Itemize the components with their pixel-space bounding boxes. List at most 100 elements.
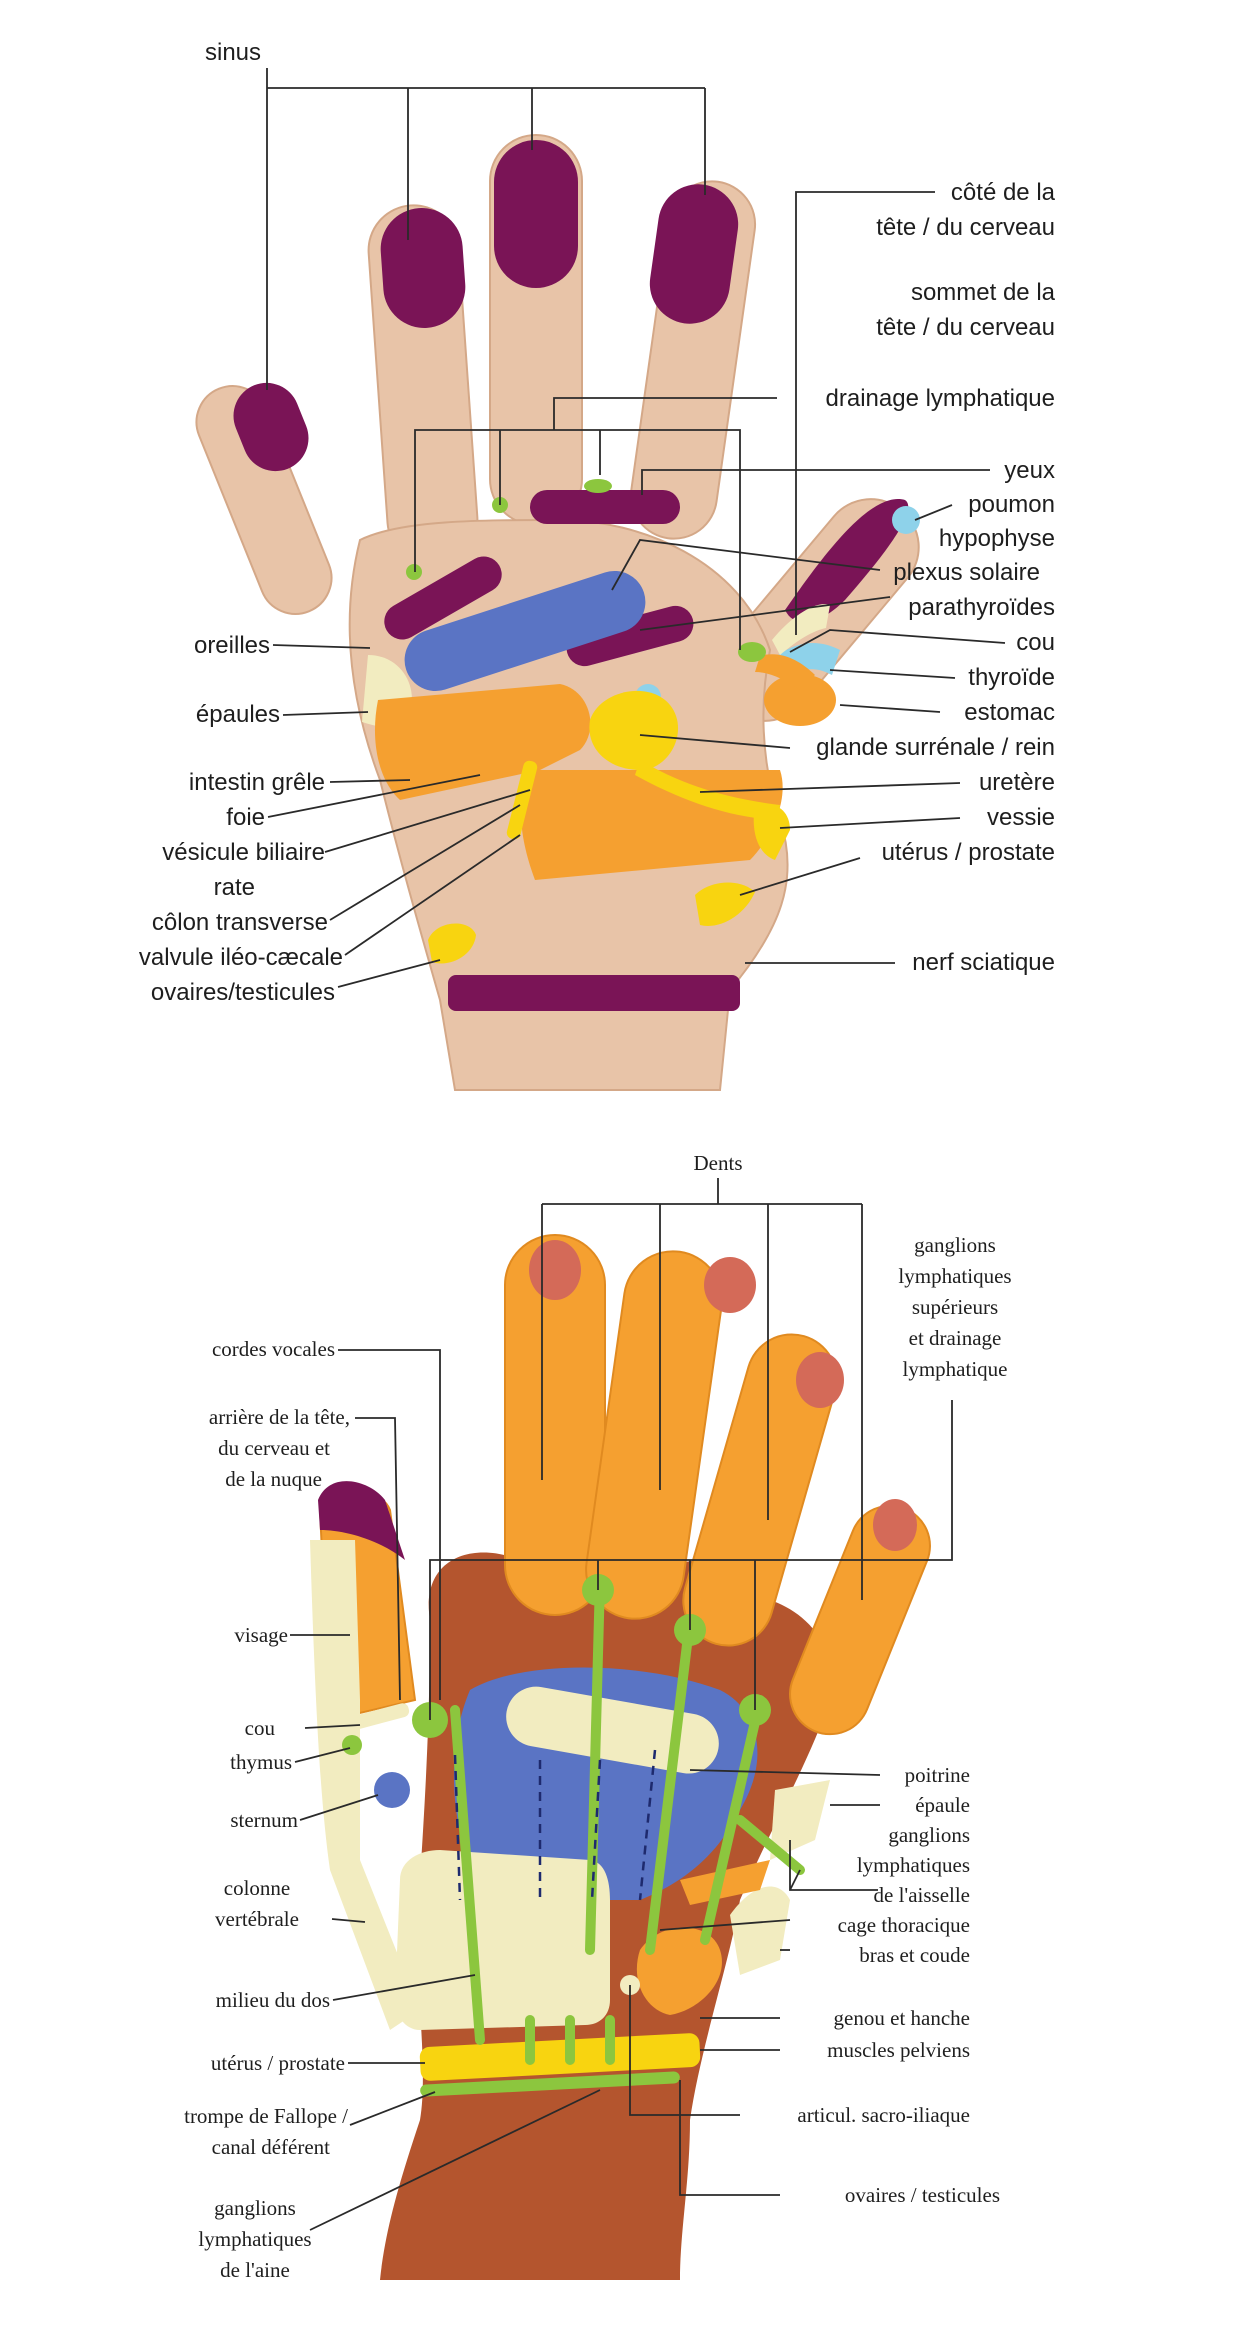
- back-label-ovaires-testicules: ovaires / testicules: [845, 2183, 1000, 2207]
- palm-thumb-head-zone: [785, 499, 909, 623]
- palm-sinus-tip-ring: [380, 208, 466, 328]
- palm-lymph-3: [584, 479, 612, 493]
- back-label-arriere-tete-3: de la nuque: [225, 1467, 322, 1491]
- palm-ear-band-right: [566, 605, 694, 667]
- back-label-ganglions-aine-1: ganglions: [214, 2196, 296, 2220]
- palm-label-vesicule-biliaire: vésicule biliaire: [162, 839, 325, 866]
- back-label-trompe-1: trompe de Fallope /: [184, 2104, 348, 2128]
- back-fallopian-bar: [420, 2071, 680, 2097]
- palm-sinus-tip-pinky: [233, 382, 309, 472]
- back-knee-hip-zone-2: [680, 1860, 770, 1905]
- palm-solar-plexus-zone: [404, 570, 646, 692]
- back-label-arriere-tete-2: du cerveau et: [218, 1436, 330, 1460]
- back-label-ganglions-aisselle-2: lymphatiques: [857, 1853, 970, 1877]
- palm-leader-lines: [266, 68, 1006, 988]
- back-label-ganglions-sup-1: ganglions: [914, 1233, 996, 1257]
- back-knee-hip-zone: [636, 1927, 722, 2015]
- palm-label-valvule: valvule iléo-cæcale: [139, 944, 343, 971]
- back-hand-figure: [290, 1178, 953, 2280]
- palm-label-yeux: yeux: [1004, 457, 1055, 484]
- palm-ovary-zone: [428, 923, 476, 964]
- palm-label-foie: foie: [226, 804, 265, 831]
- back-labels: Dents ganglions lymphatiques supérieurs …: [184, 1151, 1011, 2282]
- back-leader-lines: [290, 1178, 953, 2231]
- palm-uterus-zone: [695, 882, 755, 926]
- palm-label-vessie: vessie: [987, 804, 1055, 831]
- back-label-genou-et-hanche: genou et hanche: [834, 2006, 970, 2030]
- back-label-ganglions-aine-3: de l'aine: [220, 2258, 290, 2282]
- back-label-trompe-2: canal déférent: [212, 2135, 330, 2159]
- back-sternum-dot: [374, 1772, 410, 1808]
- palm-neck-zone: [755, 654, 815, 690]
- palm-lymph-4: [738, 642, 766, 662]
- palm-label-poumon: poumon: [968, 491, 1055, 518]
- back-label-cordes-vocales: cordes vocales: [212, 1337, 335, 1361]
- back-nail-index: [796, 1352, 844, 1408]
- back-lymph-line-2: [645, 1615, 695, 1955]
- palm-sinus-tip-index: [649, 184, 739, 324]
- palm-label-sinus: sinus: [205, 39, 261, 66]
- palm-sinus-tip-middle: [494, 140, 578, 288]
- back-label-uterus-prostate: utérus / prostate: [211, 2051, 345, 2075]
- back-label-muscles-pelviens: muscles pelviens: [827, 2038, 970, 2062]
- palm-label-uretere: uretère: [979, 769, 1055, 796]
- back-finger-ring: [585, 1250, 723, 1620]
- palm-ear-band-left: [384, 556, 502, 640]
- back-label-milieu-du-dos: milieu du dos: [216, 1988, 330, 2012]
- palm-stomach-zone: [764, 674, 836, 726]
- back-shoulder-zone: [770, 1780, 830, 1860]
- back-label-ganglions-aine-2: lymphatiques: [198, 2227, 311, 2251]
- back-spine-zone: [310, 1540, 420, 2030]
- palm-bladder-zone: [753, 803, 790, 860]
- back-lymph-line-4: [450, 1705, 485, 2045]
- palm-label-ovaires-testicules: ovaires/testicules: [151, 979, 335, 1006]
- back-label-colonne-1: colonne: [224, 1876, 290, 1900]
- palm-label-rate: rate: [214, 874, 255, 901]
- palm-label-cou: cou: [1016, 629, 1055, 656]
- palm-label-plexus-solaire: plexus solaire: [893, 559, 1040, 586]
- palm-sciatic-band: [448, 975, 740, 1011]
- back-label-poitrine: poitrine: [905, 1763, 970, 1787]
- palm-labels: sinus côté de la tête / du cerveau somme…: [139, 39, 1056, 1006]
- back-label-articul-sacro-iliaque: articul. sacro-iliaque: [797, 2103, 970, 2127]
- palm-label-nerf-sciatique: nerf sciatique: [912, 949, 1055, 976]
- palm-colon-link: [506, 760, 538, 840]
- palm-ureter-zone: [635, 760, 780, 820]
- back-nail-pinky: [873, 1499, 917, 1551]
- palm-label-colon-transverse: côlon transverse: [152, 909, 328, 936]
- back-label-ganglions-sup-3: supérieurs: [912, 1295, 998, 1319]
- back-label-ganglions-aisselle-1: ganglions: [888, 1823, 970, 1847]
- back-label-epaule: épaule: [915, 1793, 970, 1817]
- palm-finger-pinky: [195, 385, 333, 615]
- back-lymph-line-3: [700, 1695, 765, 1945]
- palm-hand-figure: [195, 68, 1006, 1091]
- palm-label-thyroide: thyroïde: [968, 664, 1055, 691]
- palm-eye-ear-band-1: [530, 490, 680, 524]
- back-nail-ring: [704, 1257, 756, 1313]
- palm-kidney-zone: [589, 690, 679, 770]
- back-label-visage: visage: [234, 1623, 288, 1647]
- palm-label-cote-tete-1: côté de la: [951, 179, 1056, 206]
- palm-hypophysis-dot: [892, 506, 920, 534]
- back-label-arriere-tete-1: arrière de la tête,: [209, 1405, 350, 1429]
- back-label-bras-et-coude: bras et coude: [859, 1943, 970, 1967]
- palm-label-sommet-tete-1: sommet de la: [911, 279, 1056, 306]
- palm-label-drainage-lymphatique: drainage lymphatique: [826, 385, 1056, 412]
- back-chest-bar: [506, 1686, 719, 1774]
- back-label-ganglions-sup-5: lymphatique: [903, 1357, 1008, 1381]
- palm-lymph-1: [406, 564, 422, 580]
- palm-label-oreilles: oreilles: [194, 632, 270, 659]
- palm-label-glande-surrenale: glande surrénale / rein: [816, 734, 1055, 761]
- palm-label-epaules: épaules: [196, 701, 280, 728]
- back-finger-index: [682, 1333, 838, 1647]
- palm-label-cote-tete-2: tête / du cerveau: [876, 214, 1055, 241]
- back-label-dents: Dents: [694, 1151, 743, 1175]
- palm-label-parathyroides: parathyroïdes: [908, 594, 1055, 621]
- back-label-ganglions-sup-4: et drainage: [909, 1326, 1002, 1350]
- palm-label-hypophyse: hypophyse: [939, 525, 1055, 552]
- back-neck-bar: [330, 1703, 410, 1735]
- back-label-cage-thoracique: cage thoracique: [838, 1913, 970, 1937]
- back-label-cou: cou: [245, 1716, 276, 1740]
- back-label-thymus: thymus: [230, 1750, 292, 1774]
- back-label-ganglions-sup-2: lymphatiques: [898, 1264, 1011, 1288]
